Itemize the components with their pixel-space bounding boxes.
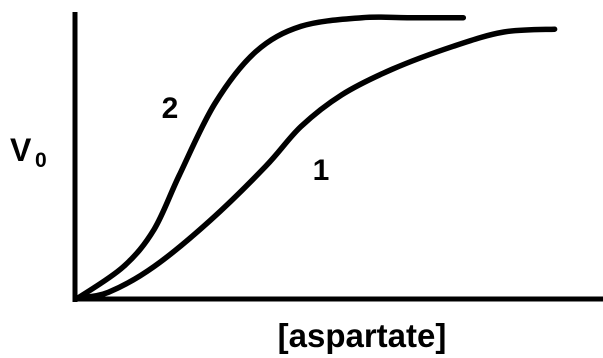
- y-axis-label-subscript: 0: [35, 149, 47, 172]
- x-axis-label: [aspartate]: [278, 317, 447, 354]
- series-2-line: [75, 14, 467, 301]
- series-1-label: 1: [313, 154, 330, 187]
- y-axis-label: V 0: [10, 132, 47, 172]
- series-2-label: 2: [162, 92, 179, 125]
- curves-group: [75, 14, 558, 301]
- series-labels-group: 12: [162, 92, 330, 187]
- series-1-line: [75, 26, 558, 301]
- y-axis-label-main: V: [10, 132, 32, 168]
